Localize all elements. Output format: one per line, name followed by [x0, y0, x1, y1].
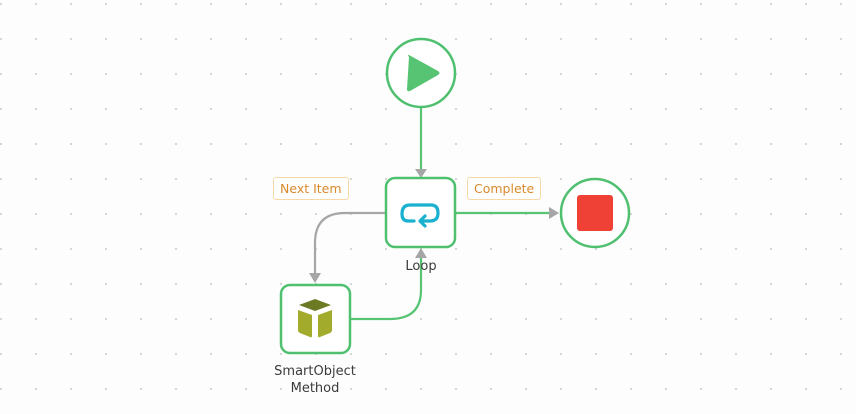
edge-smartobject-to-loop[interactable] — [350, 258, 423, 321]
arrowhead-start-to-loop — [415, 169, 427, 178]
edge-label-next-item: Next Item — [273, 177, 349, 200]
play-icon — [407, 55, 440, 92]
cube-icon — [298, 299, 332, 338]
stop-icon — [577, 195, 613, 231]
end-node[interactable] — [559, 177, 631, 249]
arrowhead-smartobject-to-loop — [415, 248, 427, 258]
smartobject-node-label: SmartObject Method — [255, 363, 375, 397]
loop-node-label: Loop — [405, 259, 437, 274]
loop-node[interactable] — [384, 176, 457, 249]
smartobject-label-line1: SmartObject — [274, 364, 356, 379]
smartobject-node[interactable] — [279, 283, 352, 355]
arrowhead-loop-to-smartobject — [309, 273, 321, 283]
edge-loop-to-smartobject[interactable] — [313, 211, 386, 274]
smartobject-label-line2: Method — [290, 381, 340, 396]
arrowhead-loop-to-end — [549, 207, 559, 219]
loop-arrow-icon — [400, 203, 440, 228]
edge-label-complete: Complete — [467, 177, 542, 200]
start-node[interactable] — [385, 37, 457, 109]
